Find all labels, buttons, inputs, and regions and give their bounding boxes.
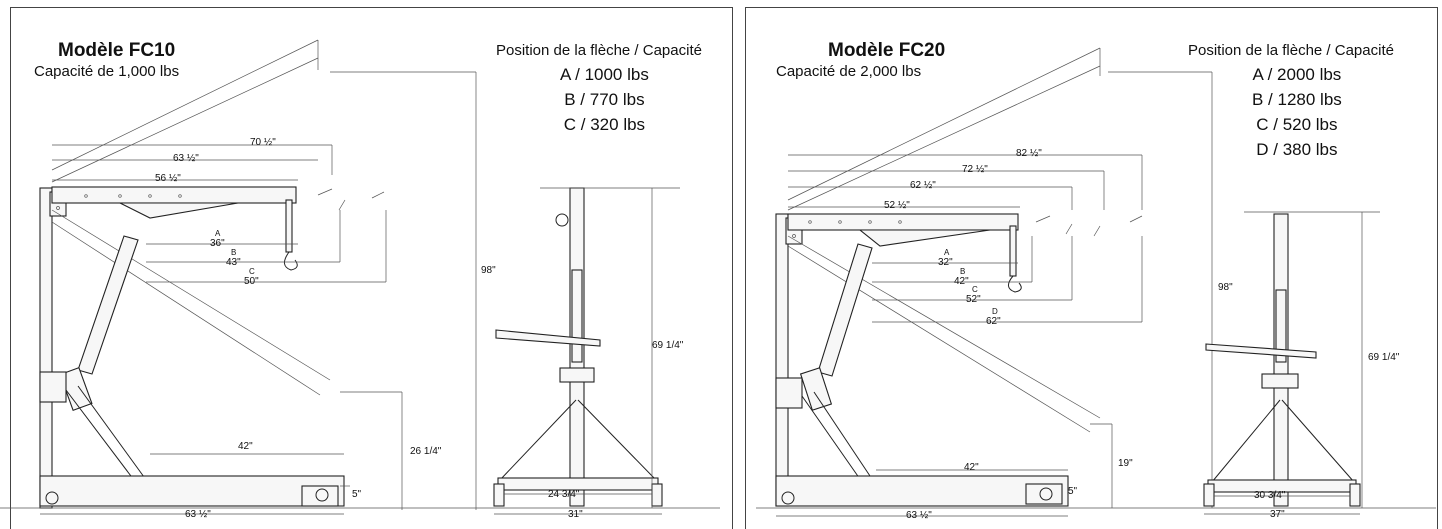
fc10-dim-wheel: 5" [352, 489, 362, 500]
fc10-dim-a: 36" [210, 238, 225, 249]
fc10-dim-height-low: 26 1/4" [410, 446, 442, 457]
fc20-positions-title: Position de la flèche / Capacité [1188, 42, 1394, 59]
fc10-dim-inner-width: 24 3/4" [548, 489, 580, 500]
fc20-dim-front-height: 69 1/4" [1368, 352, 1400, 363]
fc10-label-b: B [231, 248, 237, 257]
fc10-panel [10, 7, 733, 529]
fc10-title: Modèle FC10 [58, 40, 176, 61]
fc20-panel [745, 7, 1438, 529]
fc20-dim-b: 42" [954, 276, 969, 287]
fc10-position-c: C / 320 lbs [563, 115, 646, 134]
fc10-dim-c: 50" [244, 276, 259, 287]
fc10-side-view [0, 39, 720, 515]
fc10-dim-leg: 42" [238, 441, 253, 452]
fc10-dim-base-length: 63 ½" [185, 509, 211, 520]
fc10-label-c: C [249, 267, 255, 276]
fc20-label-a: A [944, 248, 950, 257]
fc20-positions-list: A / 2000 lbs B / 1280 lbs C / 520 lbs D … [1252, 62, 1342, 162]
fc20-title: Modèle FC20 [828, 40, 946, 61]
fc20-dim-leg: 42" [964, 462, 979, 473]
fc10-position-a: A / 1000 lbs [560, 65, 649, 84]
fc20-dim-boom-3: 62 ½" [910, 180, 936, 191]
fc10-dim-boom-2: 63 ½" [173, 153, 199, 164]
fc20-front-view [1203, 211, 1380, 515]
fc10-dim-boom-top: 70 ½" [250, 137, 276, 148]
fc10-positions-title: Position de la flèche / Capacité [496, 42, 702, 59]
fc20-label-d: D [992, 307, 998, 316]
fc20-position-c: C / 520 lbs [1256, 115, 1338, 134]
fc20-label-c: C [972, 285, 978, 294]
fc20-dim-boom-top: 82 ½" [1016, 148, 1042, 159]
fc20-position-d: D / 380 lbs [1256, 140, 1338, 159]
fc10-position-b: B / 770 lbs [564, 90, 645, 109]
fc20-dim-d: 62" [986, 316, 1001, 327]
fc20-dim-wheel: 5" [1068, 486, 1078, 497]
fc20-capacity: Capacité de 2,000 lbs [776, 63, 922, 80]
fc20-dim-boom-base: 52 ½" [884, 200, 910, 211]
fc20-side-view [756, 47, 1436, 517]
fc20-position-b: B / 1280 lbs [1252, 90, 1342, 109]
fc20-dim-boom-2: 72 ½" [962, 164, 988, 175]
fc10-positions-list: A / 1000 lbs B / 770 lbs C / 320 lbs [560, 62, 649, 137]
fc10-label-a: A [215, 229, 221, 238]
fc20-dim-height-total: 98" [1218, 282, 1233, 293]
fc20-dim-base-length: 63 ½" [906, 510, 932, 521]
fc20-dim-height-low: 19" [1118, 458, 1133, 469]
fc10-dim-boom-base: 56 ½" [155, 173, 181, 184]
fc10-front-view [493, 187, 680, 515]
fc20-label-b: B [960, 267, 966, 276]
fc10-dim-front-height: 69 1/4" [652, 340, 684, 351]
fc20-dim-a: 32" [938, 257, 953, 268]
fc10-dim-outer-width: 31" [568, 509, 583, 520]
fc10-dim-b: 43" [226, 257, 241, 268]
fc20-dim-c: 52" [966, 294, 981, 305]
fc20-position-a: A / 2000 lbs [1252, 65, 1342, 84]
fc10-dim-height-total: 98" [481, 265, 496, 276]
fc20-dim-outer-width: 37" [1270, 509, 1285, 520]
fc20-dim-inner-width: 30 3/4" [1254, 490, 1286, 501]
fc10-capacity: Capacité de 1,000 lbs [34, 63, 180, 80]
